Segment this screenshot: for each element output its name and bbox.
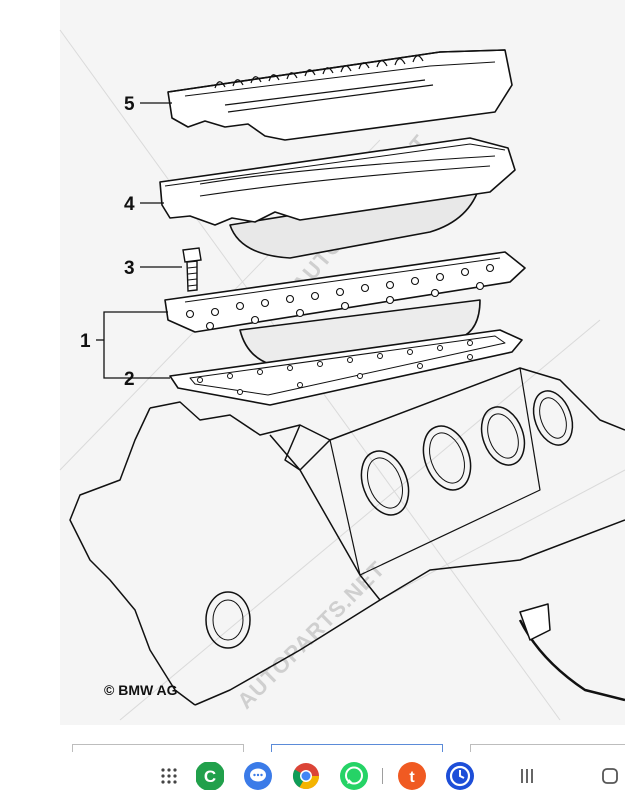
dock-separator — [382, 768, 383, 784]
messages-app-icon[interactable] — [243, 761, 273, 791]
app-drawer-icon[interactable] — [154, 761, 184, 791]
clock-app-icon[interactable] — [445, 761, 475, 791]
part-4-intake-cover[interactable] — [159, 137, 516, 259]
image-viewer: AUTOPARTS.NET AUTOPARTS.NET — [0, 0, 625, 745]
callout-4: 4 — [124, 194, 135, 215]
part-1-oil-pan[interactable] — [164, 251, 526, 369]
svg-text:C: C — [204, 767, 216, 786]
callout-1: 1 — [80, 331, 91, 352]
android-navbar: C t — [0, 752, 625, 800]
thumbnail-strip — [0, 740, 625, 759]
svg-text:t: t — [409, 769, 415, 786]
part-5-top-cover[interactable] — [167, 49, 513, 141]
callout-leaders — [96, 102, 182, 379]
whatsapp-app-icon[interactable] — [339, 761, 369, 791]
chrome-app-icon[interactable] — [291, 761, 321, 791]
copyright-text: © BMW AG — [104, 682, 178, 698]
parts-diagram[interactable]: AUTOPARTS.NET AUTOPARTS.NET — [0, 0, 625, 745]
part-3-bolt[interactable] — [182, 247, 202, 292]
watermark-text-2: AUTOPARTS.NET — [232, 556, 390, 714]
callout-3: 3 — [124, 258, 135, 279]
callout-5: 5 — [124, 94, 135, 115]
truecaller-app-icon[interactable]: t — [397, 761, 427, 791]
phone-app-icon[interactable]: C — [195, 761, 225, 791]
recents-icon[interactable] — [512, 761, 542, 791]
part-2-gasket[interactable] — [169, 329, 523, 406]
callout-2: 2 — [124, 369, 135, 390]
home-icon[interactable] — [595, 761, 625, 791]
engine-block — [69, 367, 625, 706]
